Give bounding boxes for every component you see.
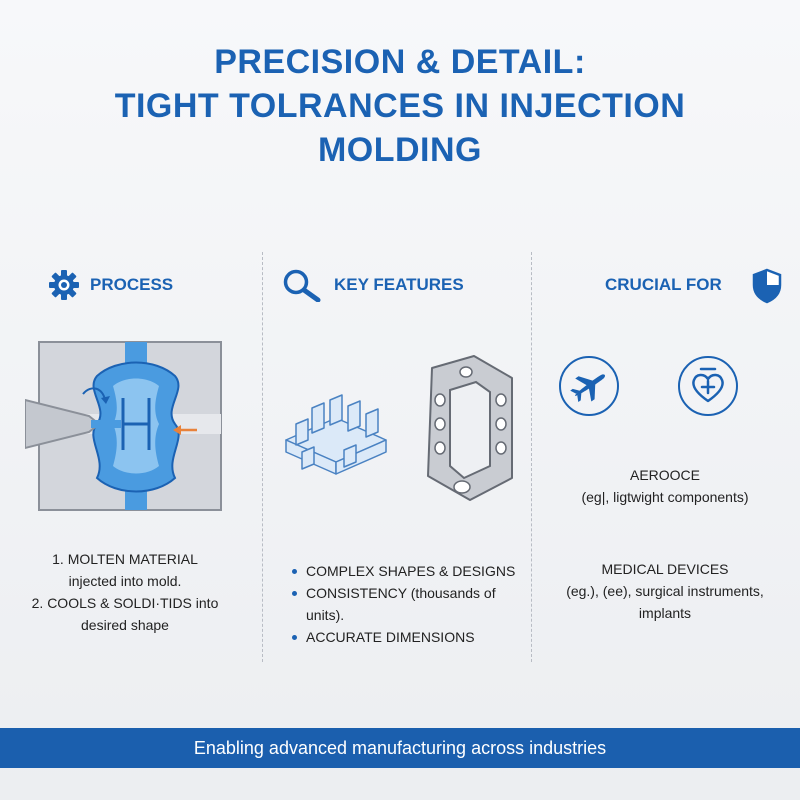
medical-heart-icon — [678, 356, 738, 416]
title-line-2: TIGHT TOLRANCES IN INJECTION — [114, 87, 686, 125]
medical-title: MEDICAL DEVICES — [601, 561, 729, 577]
column-divider-left — [262, 252, 263, 662]
medical-desc-line-2: implants — [638, 605, 692, 621]
features-list: COMPLEX SHAPES & DESIGNS CONSISTENCY (th… — [292, 560, 528, 648]
column-divider-right — [531, 252, 532, 662]
feature-item: ACCURATE DIMENSIONS — [292, 626, 528, 648]
process-step-1-line-2: injected into mold. — [68, 573, 182, 589]
magnifier-icon — [283, 269, 321, 302]
process-step-1-line-1: 1. MOLTEN MATERIAL — [52, 551, 198, 567]
footer-banner: Enabling advanced manufacturing across i… — [0, 728, 800, 768]
process-steps: 1. MOLTEN MATERIAL injected into mold. 2… — [25, 548, 225, 636]
title-line-1: PRECISION & DETAIL: — [214, 43, 586, 81]
airplane-icon — [559, 356, 619, 416]
footer-text: Enabling advanced manufacturing across i… — [193, 737, 607, 758]
precision-bracket-illustration — [427, 355, 513, 501]
features-heading: KEY FEATURES — [282, 268, 464, 302]
shield-icon — [752, 268, 782, 304]
page-title: PRECISION & DETAIL: TIGHT TOLRANCES IN I… — [0, 40, 800, 172]
feature-item: COMPLEX SHAPES & DESIGNS — [292, 560, 528, 582]
aerospace-block: AEROOCE (eg|, ligtwight components) — [545, 464, 785, 508]
gear-icon — [49, 270, 79, 300]
process-heading-label: PROCESS — [90, 275, 174, 294]
injection-mold-illustration — [25, 341, 222, 511]
aerospace-title: AEROOCE — [629, 467, 700, 483]
medical-desc-line-1: (eg.), (ee), surgical instruments, — [566, 583, 764, 599]
process-heading: PROCESS — [48, 268, 173, 302]
aerospace-desc: (eg|, ligtwight components) — [581, 489, 749, 505]
features-heading-label: KEY FEATURES — [334, 275, 464, 294]
process-step-2-line-1: 2. COOLS & SOLDI·TIDS into — [31, 595, 219, 611]
complex-part-illustration — [285, 394, 387, 475]
title-line-3: MOLDING — [317, 131, 483, 169]
process-step-2-line-2: desired shape — [81, 617, 169, 633]
medical-block: MEDICAL DEVICES (eg.), (ee), surgical in… — [545, 558, 785, 624]
crucial-heading-label: CRUCIAL FOR — [605, 275, 722, 294]
crucial-heading: CRUCIAL FOR — [605, 268, 722, 302]
feature-item: CONSISTENCY (thousands of units). — [292, 582, 528, 626]
